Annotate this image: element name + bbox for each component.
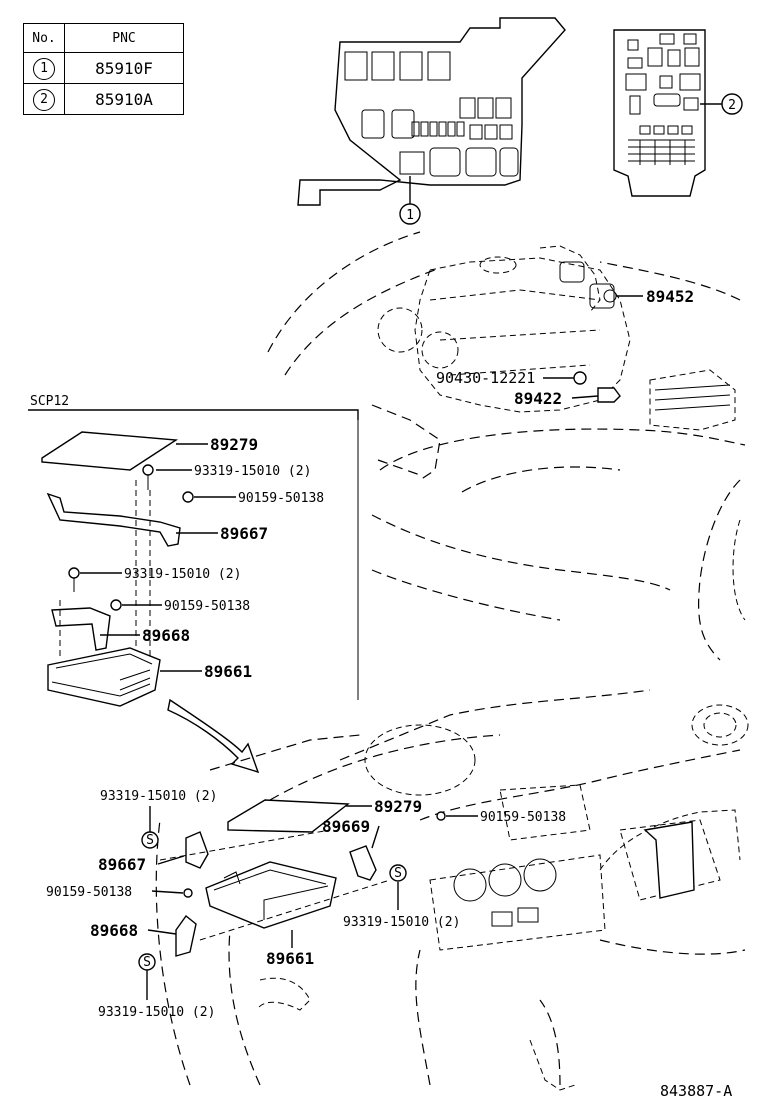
label-89661-a: 89661 — [204, 662, 252, 681]
scp12-inset: SCP12 89279 93319-15010 (2) 90159-50138 … — [28, 394, 359, 774]
callout-2: 2 — [728, 98, 736, 113]
label-90159-b: 90159-50138 — [164, 599, 250, 614]
label-90430-12221: 90430-12221 — [436, 369, 535, 387]
pnc-table-row: 2 85910A — [23, 83, 184, 115]
label-93319-e: 93319-15010 (2) — [98, 1005, 215, 1020]
junction-block-2: 2 — [613, 29, 743, 197]
pnc-table-header: No. PNC — [23, 23, 184, 53]
label-93319-c: 93319-15010 (2) — [100, 789, 217, 804]
label-89422: 89422 — [514, 389, 562, 408]
callout-2-circle — [721, 93, 743, 115]
label-93319-a: 93319-15010 (2) — [194, 464, 311, 479]
label-89452: 89452 — [646, 287, 694, 306]
label-89669: 89669 — [322, 817, 370, 836]
header-no: No. — [23, 23, 65, 53]
label-89668-b: 89668 — [90, 921, 138, 940]
dashboard — [155, 689, 749, 1091]
engine-compartment — [267, 231, 746, 661]
pnc-table-row: 1 85910F — [23, 52, 184, 84]
figure-code: 843887-A — [660, 1082, 732, 1100]
scp12-label: SCP12 — [30, 394, 69, 409]
callout-1-circle — [399, 203, 421, 225]
label-89279-a: 89279 — [210, 435, 258, 454]
pnc-table: No. PNC 1 85910F 2 85910A — [23, 23, 184, 115]
label-90159-a: 90159-50138 — [238, 491, 324, 506]
svg-text:S: S — [143, 955, 151, 970]
label-89661-b: 89661 — [266, 949, 314, 968]
row-pnc: 85910A — [64, 83, 184, 115]
label-93319-b: 93319-15010 (2) — [124, 567, 241, 582]
svg-text:S: S — [146, 833, 154, 848]
label-89667-b: 89667 — [98, 855, 146, 874]
callout-1: 1 — [406, 208, 414, 223]
engine — [377, 245, 736, 431]
label-90159-d: 90159-50138 — [46, 885, 132, 900]
label-89279-b: 89279 — [374, 797, 422, 816]
label-89668-a: 89668 — [142, 626, 190, 645]
svg-text:S: S — [394, 866, 402, 881]
label-93319-d: 93319-15010 (2) — [343, 915, 460, 930]
label-89667-a: 89667 — [220, 524, 268, 543]
lower-assembly: 89279 90159-50138 89669 93319-15010 (2) … — [46, 789, 566, 1020]
row-pnc: 85910F — [64, 52, 184, 84]
junction-block-1: 1 — [297, 17, 566, 225]
header-pnc: PNC — [64, 23, 184, 53]
row-number: 2 — [33, 88, 55, 111]
label-90159-c: 90159-50138 — [480, 810, 566, 825]
row-number: 1 — [33, 57, 55, 80]
